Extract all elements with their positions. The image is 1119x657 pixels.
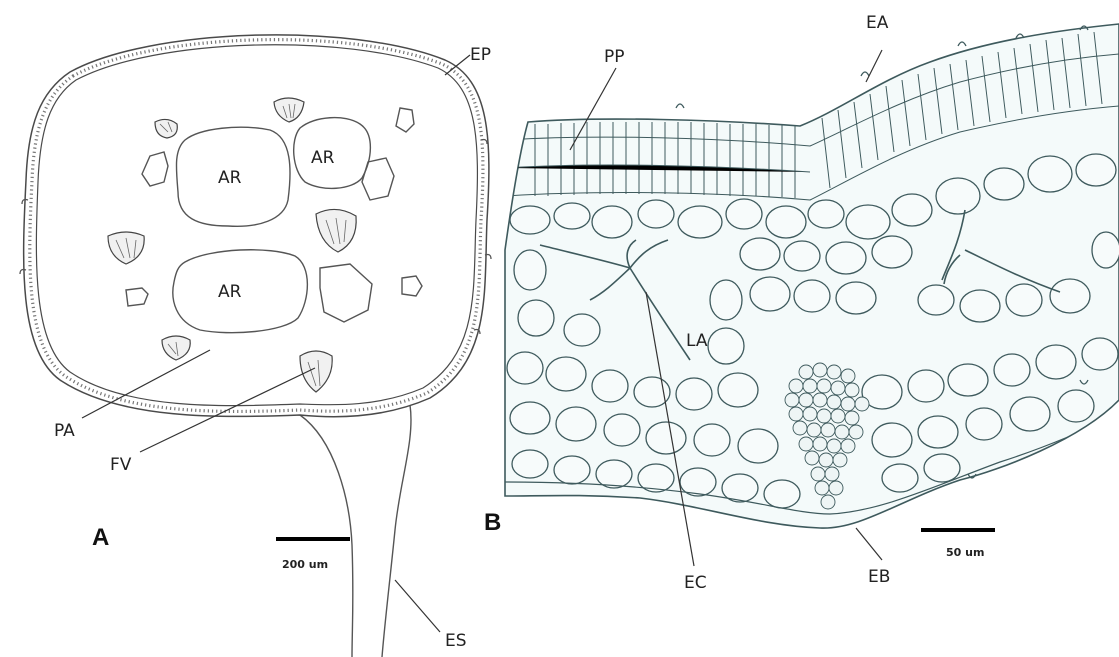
label-ep: EP — [470, 45, 491, 65]
label-es: ES — [445, 631, 467, 651]
small-air-spaces — [126, 108, 422, 322]
panel-b: PP EA LA EC EB B 50 um — [484, 13, 1119, 593]
panel-a-leaders — [82, 55, 470, 632]
label-ec: EC — [684, 573, 707, 593]
epidermis-inner — [36, 45, 477, 406]
stalk-outline — [300, 405, 411, 657]
scale-label-b: 50 um — [946, 546, 984, 559]
label-ar-1: AR — [218, 168, 242, 188]
vascular-bundles — [108, 98, 356, 392]
epidermal-hairs — [20, 140, 491, 335]
label-ea: EA — [866, 13, 889, 33]
label-ar-3: AR — [218, 282, 242, 302]
label-pa: PA — [54, 421, 75, 441]
panel-a-letter: A — [92, 524, 109, 551]
label-fv: FV — [110, 455, 132, 475]
epidermis-outer — [24, 35, 489, 417]
scale-label-a: 200 um — [282, 558, 328, 571]
epidermis-hatch — [30, 40, 483, 412]
bundle-hatching — [116, 104, 346, 386]
panel-b-letter: B — [484, 509, 501, 536]
label-eb: EB — [868, 567, 890, 587]
panel-a: EP AR AR AR PA FV ES A 200 um — [20, 35, 491, 657]
label-la: LA — [686, 331, 708, 351]
label-ar-2: AR — [311, 148, 335, 168]
label-pp: PP — [604, 47, 625, 67]
